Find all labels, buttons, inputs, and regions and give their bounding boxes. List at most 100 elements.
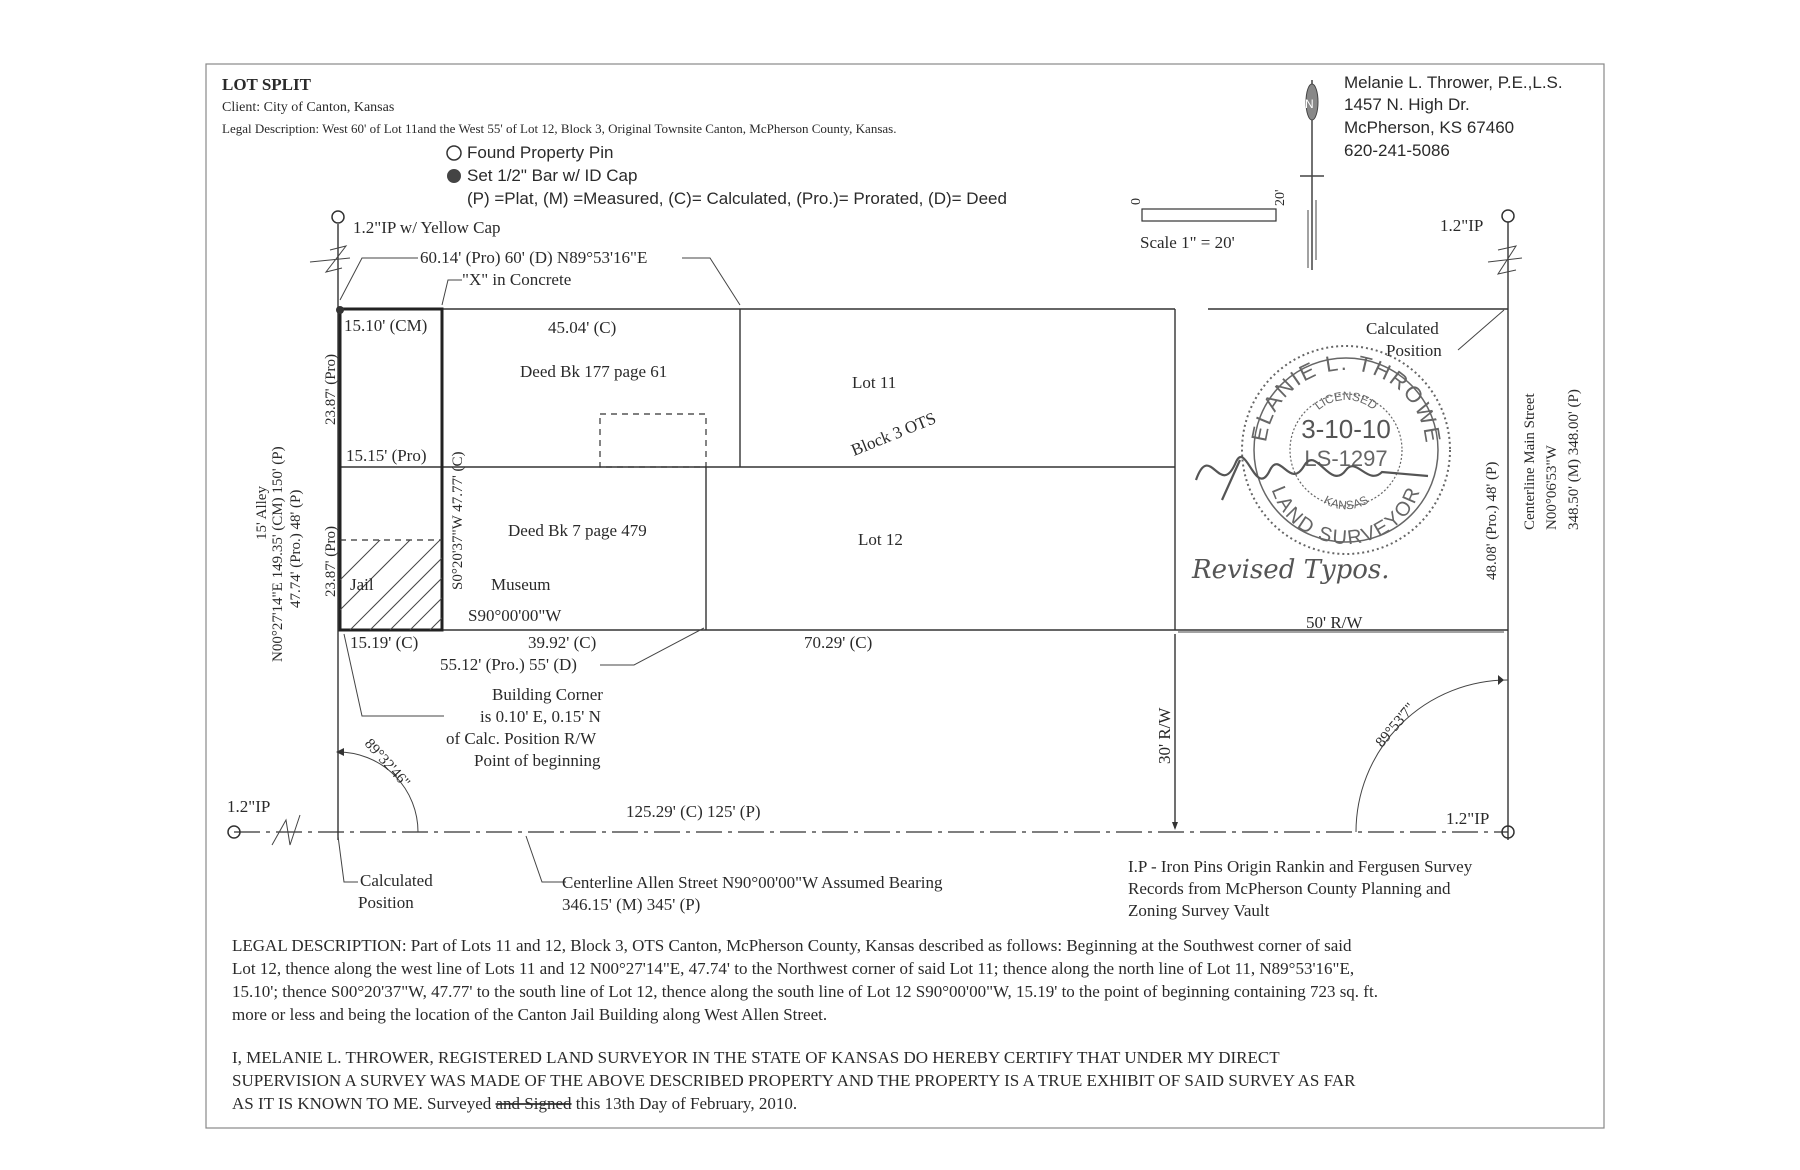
legend-abbreviations: (P) =Plat, (M) =Measured, (C)= Calculate… [467, 189, 1007, 208]
scale-bar: 0 20' Scale 1" = 20' [1129, 189, 1288, 252]
found-pin-se-icon [1501, 825, 1515, 839]
seal-licensed: LICENSED [1312, 389, 1380, 413]
seal-title: LAND SURVEYOR [1267, 483, 1424, 550]
label-jail: Jail [350, 575, 374, 594]
legal-line-2: Lot 12, thence along the west line of Lo… [232, 959, 1354, 978]
legend-set-bar: Set 1/2" Bar w/ ID Cap [467, 166, 637, 185]
label-museum: Museum [491, 575, 551, 594]
label-angle-left: 89°32'46" [361, 736, 413, 791]
angle-arc-right [1355, 679, 1509, 833]
cert-line-3: AS IT IS KNOWN TO ME. Surveyed and Signe… [232, 1094, 797, 1113]
set-bar-nw-icon [336, 306, 344, 314]
label-ip-yellow: 1.2"IP w/ Yellow Cap [353, 218, 501, 237]
label-ip-note-2: Records from McPherson County Planning a… [1128, 879, 1451, 898]
leader-bottom-pro [600, 627, 705, 666]
seal-number: LS-1297 [1304, 446, 1387, 471]
label-centerline-length: 125.29' (C) 125' (P) [626, 802, 761, 821]
label-left-upper-pro: 23.87' (Pro) [323, 354, 339, 425]
label-s90: S90°00'00"W [468, 606, 562, 625]
label-main-street: Centerline Main Street [1522, 393, 1538, 530]
leader-x-concrete [441, 279, 462, 306]
seal-date: 3-10-10 [1301, 414, 1391, 444]
legal-line-3: 15.10'; thence S00°20'37"W, 47.77' to th… [232, 982, 1378, 1001]
label-north-line: 60.14' (Pro) 60' (D) N89°53'16"E [420, 248, 647, 267]
legal-header-line: Legal Description: West 60' of Lot 11and… [222, 121, 896, 136]
scale-twenty: 20' [1273, 189, 1288, 206]
label-alley1: 15' Alley [254, 486, 270, 540]
cert-line-3-end: this 13th Day of February, 2010. [572, 1094, 798, 1113]
cert-struck-text: and Signed [496, 1094, 573, 1113]
jail-parcel-outline [338, 307, 444, 632]
label-allen-length: 346.15' (M) 345' (P) [562, 895, 700, 914]
found-pin-icon [446, 145, 462, 161]
label-rw30: 30' R/W [1155, 707, 1174, 764]
seal-handwritten-note: Revised Typos. [1191, 555, 1390, 585]
label-bottom-c1: 15.19' (C) [350, 633, 418, 652]
cert-line-3-start: AS IT IS KNOWN TO ME. Surveyed [232, 1094, 496, 1113]
label-angle-right: 89°53'7" [1373, 700, 1419, 750]
label-ip-top-right: 1.2"IP [1440, 216, 1483, 235]
leader-calc-bottom [337, 835, 358, 883]
surveyor-seal: MELANIE L. THROWER LAND SURVEYOR LICENSE… [0, 0, 1451, 585]
label-rw50: 50' R/W [1306, 613, 1363, 632]
label-deed-177: Deed Bk 177 page 61 [520, 362, 667, 381]
svg-text:KANSAS: KANSAS [1321, 493, 1370, 513]
sheet-border [205, 63, 1605, 1129]
plat-title: LOT SPLIT [222, 75, 312, 94]
label-east-jail: S0°20'37"W 47.77' (C) [450, 451, 466, 590]
surveyor-name: Melanie L. Thrower, P.E.,L.S. [1344, 73, 1563, 92]
label-top-cm: 15.10' (CM) [344, 316, 427, 335]
label-building-corner: Building Corner [492, 685, 603, 704]
label-bottom-c3: 70.29' (C) [804, 633, 872, 652]
leader-calc-top [1457, 309, 1505, 351]
surveyor-address2: McPherson, KS 67460 [1344, 118, 1514, 137]
seal-name: MELANIE L. THROWER [0, 0, 1444, 446]
label-calc-bottom-1: Calculated [360, 871, 433, 890]
north-arrow-icon: N [1300, 80, 1324, 270]
label-calc-top-2: Position [1386, 341, 1442, 360]
north-arrow-letter: N [1305, 97, 1314, 111]
client-line: Client: City of Canton, Kansas [222, 100, 394, 115]
scale-zero: 0 [1129, 198, 1144, 205]
svg-text:MELANIE L. THROWER: MELANIE L. THROWER [0, 0, 1446, 446]
label-point-of-beginning: Point of beginning [474, 751, 601, 770]
label-ip-note-3: Zoning Survey Vault [1128, 901, 1270, 920]
label-building-calc: of Calc. Position R/W [446, 729, 597, 748]
cert-line-2: SUPERVISION A SURVEY WAS MADE OF THE ABO… [232, 1071, 1356, 1090]
legend-found-pin: Found Property Pin [467, 143, 613, 162]
leader-allen [525, 835, 566, 883]
set-bar-icon [447, 169, 461, 183]
surveyor-phone: 620-241-5086 [1344, 141, 1450, 160]
label-block3: Block 3 OTS [848, 408, 938, 459]
svg-text:LICENSED: LICENSED [1312, 389, 1380, 413]
building-outline [599, 413, 707, 468]
leader-north-line [339, 257, 418, 301]
angle-arc-left [337, 751, 419, 833]
label-calc-bottom-2: Position [358, 893, 414, 912]
surveyor-address1: 1457 N. High Dr. [1344, 95, 1470, 114]
label-alley3: 47.74' (Pro.) 48' (P) [288, 490, 304, 608]
svg-text:LAND SURVEYOR: LAND SURVEYOR [1267, 483, 1426, 550]
label-allen-street: Centerline Allen Street N90°00'00"W Assu… [562, 873, 943, 892]
label-bottom-pro: 55.12' (Pro.) 55' (D) [440, 655, 577, 674]
label-calc-top-1: Calculated [1366, 319, 1439, 338]
found-pin-nw-icon [309, 210, 351, 273]
cert-line-1: I, MELANIE L. THROWER, REGISTERED LAND S… [232, 1048, 1280, 1067]
seal-state: KANSAS [1321, 493, 1370, 513]
label-lot11: Lot 11 [852, 373, 896, 392]
label-mid-pro: 15.15' (Pro) [346, 446, 427, 465]
label-lot12: Lot 12 [858, 530, 903, 549]
label-top-c: 45.04' (C) [548, 318, 616, 337]
label-right-pro: 48.08' (Pro.) 48' (P) [1484, 462, 1500, 580]
label-ip-bottom-left: 1.2"IP [227, 797, 270, 816]
label-x-concrete: "X" in Concrete [462, 270, 571, 289]
label-alley2: N00°27'14"E 149.35' (CM) 150' (P) [270, 446, 286, 662]
label-ip-note-1: I.P - Iron Pins Origin Rankin and Fergus… [1128, 857, 1473, 876]
scale-label: Scale 1" = 20' [1140, 233, 1235, 252]
label-bottom-c2: 39.92' (C) [528, 633, 596, 652]
label-building-offset: is 0.10' E, 0.15' N [480, 707, 601, 726]
legal-line-4: more or less and being the location of t… [232, 1005, 827, 1024]
leader-north-line-east [682, 257, 741, 306]
